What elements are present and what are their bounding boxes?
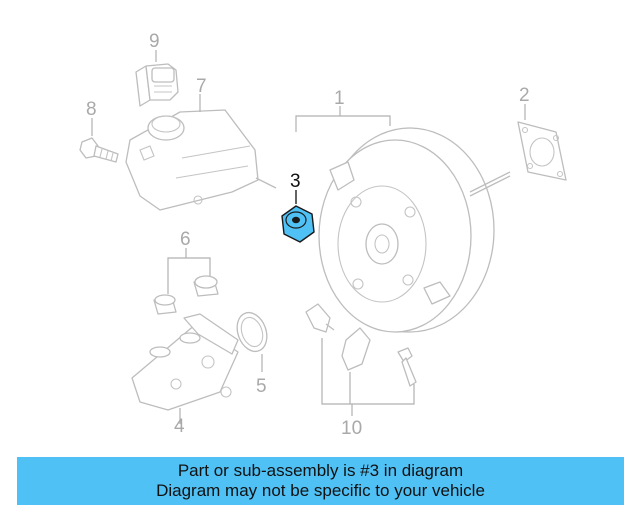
callout-7: 7 xyxy=(196,76,207,97)
leader-1 xyxy=(295,115,391,132)
banner-line-1: Part or sub-assembly is #3 in diagram xyxy=(177,461,464,480)
callout-6: 6 xyxy=(180,229,191,250)
callout-10: 10 xyxy=(341,418,362,439)
info-banner: Part or sub-assembly is #3 in diagram Di… xyxy=(17,457,624,505)
part-5-o-ring xyxy=(236,311,268,353)
part-8-bolt xyxy=(79,137,119,163)
leader-6 xyxy=(167,257,211,294)
part-1-booster xyxy=(318,127,511,333)
callout-2: 2 xyxy=(519,85,530,106)
part-2-gasket xyxy=(517,121,567,181)
part-10-components xyxy=(305,303,417,387)
part-9-bracket xyxy=(135,63,179,107)
banner-line-2: Diagram may not be specific to your vehi… xyxy=(156,481,485,500)
callout-4: 4 xyxy=(174,416,185,437)
part-7-reservoir xyxy=(125,109,277,211)
leader-10 xyxy=(321,338,415,405)
callout-9: 9 xyxy=(149,31,160,52)
callout-1: 1 xyxy=(334,88,345,109)
part-6-caps xyxy=(153,275,219,315)
part-3-grommet xyxy=(281,205,315,243)
callout-8: 8 xyxy=(86,99,97,120)
part-4-master-cylinder xyxy=(131,313,239,411)
callout-5: 5 xyxy=(256,376,267,397)
callout-3: 3 xyxy=(290,171,301,192)
